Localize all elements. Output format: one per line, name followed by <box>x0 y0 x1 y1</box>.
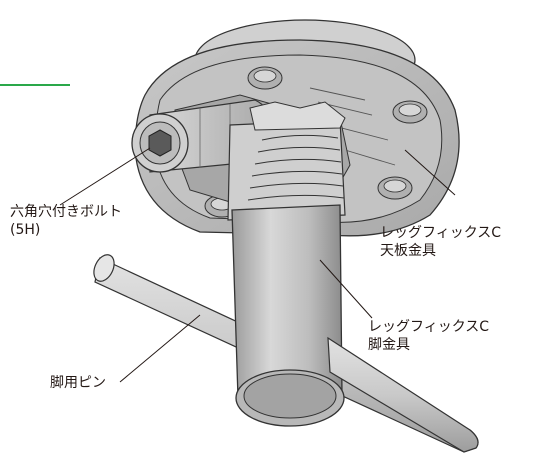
leader-line-leg-fitting <box>319 259 373 319</box>
label-top-plate-fitting-line2: 天板金具 <box>380 243 436 259</box>
label-leg-pin-line1: 脚用ピン <box>50 375 106 391</box>
leader-line-bolt <box>59 147 151 206</box>
label-hex-socket-bolt-line1: 六角穴付きボルト <box>10 204 122 220</box>
label-hex-socket-bolt-line2: (5H) <box>10 222 41 238</box>
leg-fitting <box>227 101 346 427</box>
label-top-plate-fitting-line1: レッグフィックスC <box>380 225 502 241</box>
leg-pin-front <box>327 336 479 453</box>
label-hex-socket-bolt: 六角穴付きボルト (5H) <box>10 203 122 239</box>
leader-line-leg-pin <box>119 314 201 383</box>
label-top-plate-fitting: レッグフィックスC 天板金具 <box>380 224 501 260</box>
label-leg-pin: 脚用ピン <box>50 374 106 392</box>
label-leg-fitting: レッグフィックスC 脚金具 <box>368 318 489 354</box>
leader-line-top-plate <box>404 149 456 196</box>
label-leg-fitting-line2: 脚金具 <box>368 337 410 353</box>
label-leg-fitting-line1: レッグフィックスC <box>368 319 490 335</box>
